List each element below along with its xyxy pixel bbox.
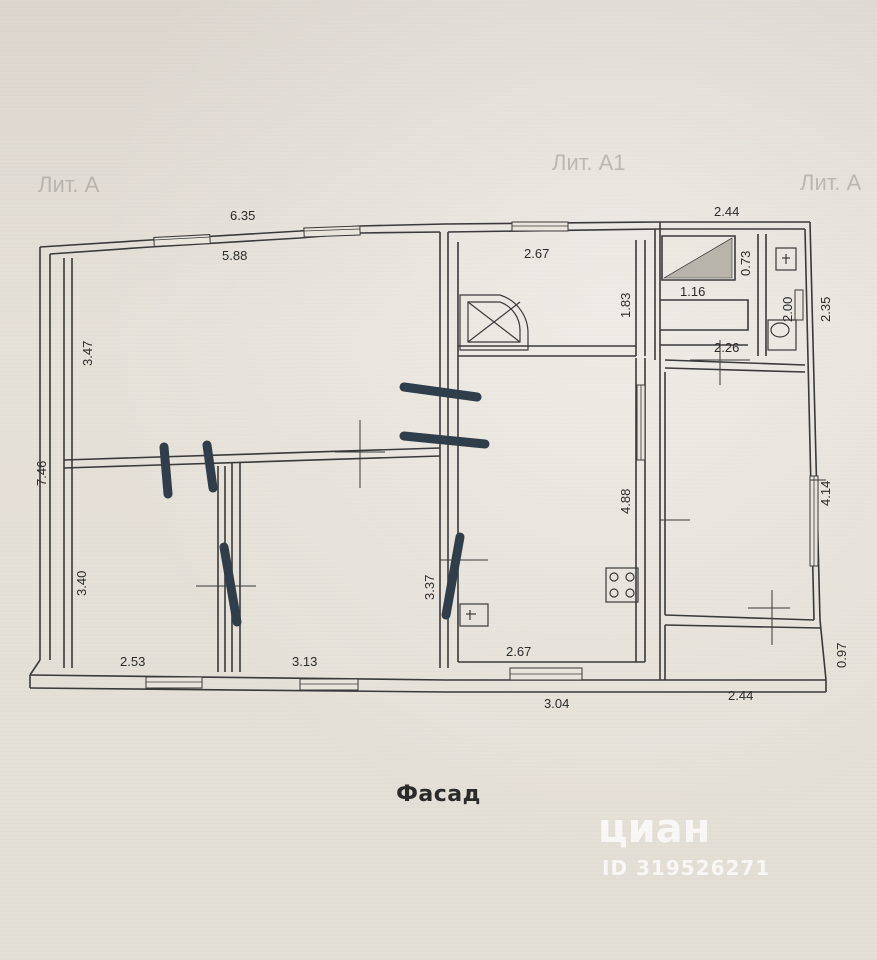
marker-stroke-4 xyxy=(202,440,218,493)
dim-hall-w: 2.67 xyxy=(506,644,531,659)
marker-stroke-2 xyxy=(399,431,490,449)
faded-label-lit-right: Лит. А xyxy=(800,170,862,195)
dim-hall-h: 4.88 xyxy=(618,489,633,514)
marker-stroke-6 xyxy=(441,532,465,620)
dim-bath-w: 1.16 xyxy=(680,284,705,299)
dim-room1-h: 3.47 xyxy=(80,341,95,366)
marker-stroke-3 xyxy=(159,442,173,499)
door-markers xyxy=(196,340,826,645)
bath-icon xyxy=(662,237,733,279)
dim-right-top-h: 2.35 xyxy=(818,297,833,322)
dim-top-right: 2.44 xyxy=(714,204,739,219)
marker-strokes xyxy=(159,382,490,627)
toilet-icon xyxy=(767,319,797,351)
dim-bottom-right: 2.44 xyxy=(728,688,753,703)
sink-icon xyxy=(775,247,797,271)
marker-stroke-1 xyxy=(399,382,482,402)
faded-label-lit-mid: Лит. А1 xyxy=(552,150,626,175)
dim-porch-h: 0.97 xyxy=(834,643,849,668)
dim-right-room-h: 4.14 xyxy=(818,481,833,506)
dim-corridor-w: 2.26 xyxy=(714,340,739,355)
dim-bottom-mid: 3.04 xyxy=(544,696,569,711)
dim-wc-h: 2.00 xyxy=(780,297,795,322)
dim-room3-h: 3.37 xyxy=(422,575,437,600)
stove-icon xyxy=(459,294,529,351)
dim-room1-width: 5.88 xyxy=(222,248,247,263)
dim-top-overall: 6.35 xyxy=(230,208,255,223)
marker-stroke-5 xyxy=(219,542,242,627)
dim-room2-h: 3.40 xyxy=(74,571,89,596)
gas-stove-icon xyxy=(605,567,639,603)
watermark-logo: циан xyxy=(598,806,711,852)
dimension-labels: 6.35 5.88 2.44 2.67 1.16 2.26 2.53 3.13 … xyxy=(34,204,849,711)
dim-kitchen-h: 1.83 xyxy=(618,293,633,318)
hall-sink-icon xyxy=(459,603,489,627)
dim-room2-w: 2.53 xyxy=(120,654,145,669)
sanitary-icons xyxy=(459,247,797,627)
watermark-id: ID 319526271 xyxy=(602,856,771,880)
walls xyxy=(29,221,827,693)
facade-caption: Фасад xyxy=(396,782,481,807)
dim-bath-h: 0.73 xyxy=(738,251,753,276)
faded-label-lit-left: Лит. А xyxy=(38,172,100,197)
dim-kitchen-top: 2.67 xyxy=(524,246,549,261)
windows xyxy=(145,221,819,691)
dim-room3-w: 3.13 xyxy=(292,654,317,669)
window-sashes xyxy=(146,225,815,685)
faded-labels: Лит. А Лит. А1 Лит. А xyxy=(38,150,862,197)
dim-overall-h: 7.46 xyxy=(34,461,49,486)
